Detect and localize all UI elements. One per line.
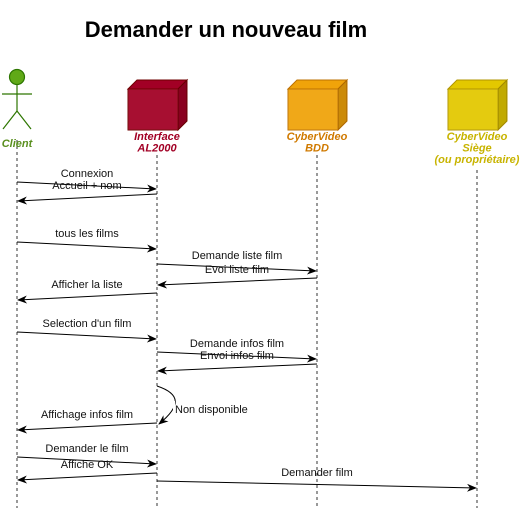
message-arrow: Envoi infos film [157, 350, 318, 375]
message-line [156, 480, 477, 492]
message-label: Affiche OK [61, 459, 114, 471]
message-arrow: Demander film [156, 467, 477, 492]
participant-label-siege: (ou propriétaire) [435, 154, 520, 166]
lifelines [16, 140, 478, 508]
message-line [156, 263, 317, 275]
message-line [157, 363, 318, 375]
message-label: Demande infos film [190, 338, 284, 350]
message-label: Envoi infos film [200, 350, 274, 362]
message-arrow: Non disponible [156, 385, 248, 425]
message-arrow: Evoi liste film [157, 264, 318, 289]
cube-icon [446, 78, 509, 132]
message-line [16, 181, 157, 193]
message-line [17, 193, 158, 205]
participant-label-siege: CyberVideo [447, 131, 508, 143]
participants: ClientInterfaceAL2000CyberVideoBDDCyberV… [2, 68, 520, 166]
message-label: Accueil + nom [52, 180, 121, 192]
message-label: Non disponible [175, 404, 248, 416]
message-line [16, 456, 157, 468]
message-arrow: Connexion [16, 168, 157, 193]
message-line [17, 472, 158, 484]
message-line [156, 351, 317, 363]
message-arrow: Affichage infos film [17, 409, 158, 434]
cube-icon [286, 78, 349, 132]
message-label: tous les films [55, 228, 119, 240]
message-line [16, 241, 157, 253]
message-label: Connexion [61, 168, 114, 180]
message-arrow: Demander le film [16, 443, 157, 468]
message-arrow: Demande liste film [156, 250, 317, 275]
message-arrow: Accueil + nom [17, 180, 158, 205]
message-arrow: tous les films [16, 228, 157, 253]
diagram-title: Demander un nouveau film [85, 17, 367, 42]
message-label: Affichage infos film [41, 409, 133, 421]
message-label: Afficher la liste [51, 279, 122, 291]
message-arrow: Demande infos film [156, 338, 317, 363]
message-line [17, 292, 158, 304]
cube-icon [126, 78, 189, 132]
message-label: Evoi liste film [205, 264, 269, 276]
message-label: Demander film [281, 467, 353, 479]
participant-label-siege: Siège [462, 143, 491, 155]
participant-label-client: Client [2, 138, 34, 150]
message-arrow: Selection d'un film [16, 318, 157, 343]
message-label: Demande liste film [192, 250, 282, 262]
message-line [156, 385, 176, 425]
participant-label-interface: AL2000 [136, 143, 177, 155]
message-arrow: Afficher la liste [17, 279, 158, 304]
message-line [16, 331, 157, 343]
participant-client: Client [2, 68, 34, 150]
message-arrow: Affiche OK [17, 459, 158, 484]
actor-icon [2, 68, 32, 130]
message-label: Selection d'un film [43, 318, 132, 330]
participant-label-bdd: BDD [305, 143, 329, 155]
participant-label-bdd: CyberVideo [287, 131, 348, 143]
participant-label-interface: Interface [134, 131, 180, 143]
message-line [17, 422, 158, 434]
message-line [157, 277, 318, 289]
message-label: Demander le film [45, 443, 128, 455]
